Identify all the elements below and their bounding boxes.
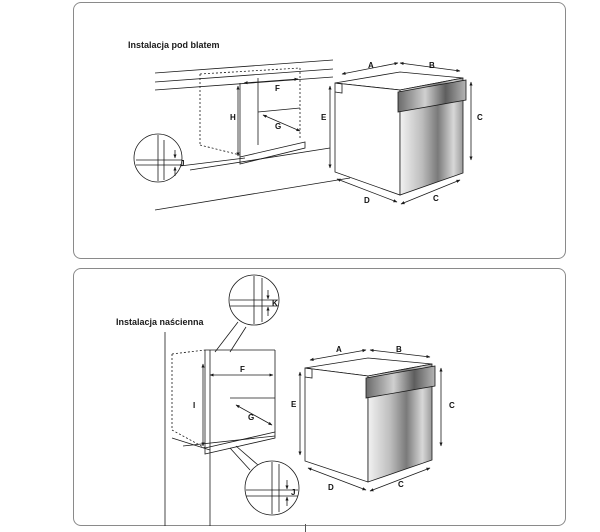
dim-b-arrow — [399, 61, 461, 73]
label-d-top: D — [364, 196, 370, 205]
label-g-top: G — [275, 122, 281, 131]
label-j-top: J — [180, 159, 184, 168]
dim-d-arrow — [336, 178, 398, 203]
label-c-right-top: C — [477, 113, 483, 122]
label-j-bottom: J — [291, 488, 295, 497]
dim-d-arrow-wall — [307, 467, 367, 491]
dim-a-arrow — [341, 62, 399, 75]
panel-title-under-counter: Instalacja pod blatem — [128, 40, 220, 50]
dim-c-bottom-arrow-wall — [369, 467, 431, 492]
label-g-bottom: G — [248, 413, 254, 422]
label-e-bottom: E — [291, 400, 297, 409]
zoom-detail-j-top — [133, 133, 246, 183]
dim-c-bottom-arrow — [400, 179, 461, 205]
label-h-top: H — [230, 113, 236, 122]
label-i-bottom: I — [193, 401, 195, 410]
label-c-bottom-top: C — [433, 194, 439, 203]
dim-a-arrow-wall — [309, 349, 367, 361]
label-c-right-bottom: C — [449, 401, 455, 410]
label-e-top: E — [321, 113, 327, 122]
label-a-bottom: A — [336, 345, 342, 354]
label-f-top: F — [275, 84, 280, 93]
dim-g-arrow-wall — [235, 404, 273, 426]
oven-wall — [304, 357, 436, 483]
label-a-top: A — [368, 61, 374, 70]
panel-title-wall: Instalacja naścienna — [116, 317, 204, 327]
wall-column — [164, 332, 276, 526]
label-b-top: B — [429, 61, 435, 70]
zoom-detail-j-bottom — [229, 445, 300, 516]
oven-under-counter — [334, 71, 467, 196]
label-b-bottom: B — [396, 345, 402, 354]
label-d-bottom: D — [328, 483, 334, 492]
label-f-bottom: F — [240, 365, 245, 374]
zoom-detail-k — [214, 274, 280, 353]
label-k-bottom: K — [272, 299, 278, 308]
under-counter-cabinet — [154, 59, 351, 211]
dim-b-arrow-wall — [369, 348, 431, 359]
diagram-panel-under-counter — [73, 2, 566, 259]
dim-f-arrow — [243, 77, 299, 85]
page-divider — [305, 524, 306, 532]
dim-g-arrow — [262, 114, 301, 132]
label-c-bottom-bottom: C — [398, 480, 404, 489]
